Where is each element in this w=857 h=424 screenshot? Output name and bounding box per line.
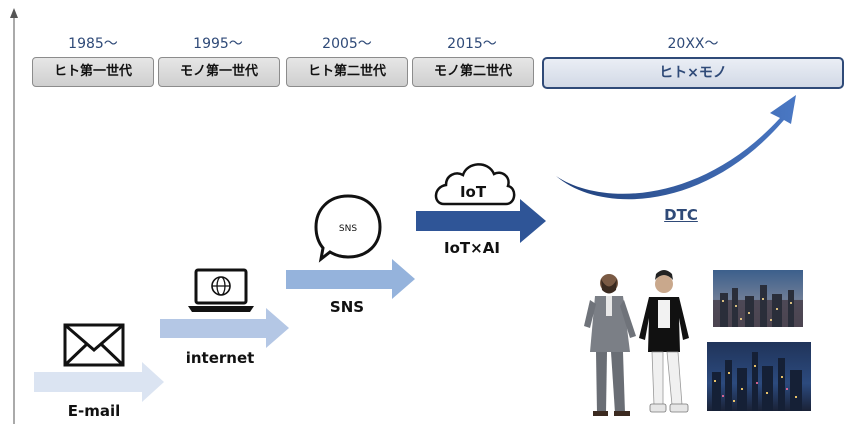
era-box-human-gen2: ヒト第二世代 [286, 57, 408, 87]
vertical-axis [10, 8, 18, 424]
cloud-icon: IoT [434, 163, 516, 206]
label-sns: SNS [329, 298, 365, 316]
label-internet: internet [185, 349, 255, 367]
arrow-email [34, 362, 164, 402]
cloud-iot-text: IoT [460, 183, 487, 201]
year-label-2015: 2015〜 [447, 36, 497, 52]
laptop-globe-icon [188, 268, 254, 312]
city-night-image-bottom [707, 342, 811, 411]
arrow-sns [286, 259, 415, 299]
businessman-image [584, 274, 636, 416]
sns-bubble-text: SNS [339, 224, 357, 234]
city-night-image-top [713, 270, 803, 327]
arrow-iot [416, 199, 546, 243]
era-box-thing-gen1: モノ第一世代 [158, 57, 280, 87]
casual-man-image [639, 270, 689, 413]
era-box-human-gen1: ヒト第一世代 [32, 57, 154, 87]
speech-bubble-icon: SNS [314, 194, 382, 263]
curved-arrow-icon [556, 95, 796, 200]
year-label-20xx: 20XX〜 [667, 36, 719, 52]
era-box-human-x-thing: ヒト×モノ [542, 57, 844, 89]
year-label-1985: 1985〜 [68, 36, 118, 52]
arrow-internet [160, 308, 289, 348]
label-iot-ai: IoT×AI [444, 239, 500, 257]
label-dtc: DTC [664, 206, 698, 224]
era-box-thing-gen2: モノ第二世代 [412, 57, 534, 87]
year-label-1995: 1995〜 [193, 36, 243, 52]
year-label-2005: 2005〜 [322, 36, 372, 52]
label-email: E-mail [67, 402, 121, 420]
envelope-icon [63, 323, 125, 367]
